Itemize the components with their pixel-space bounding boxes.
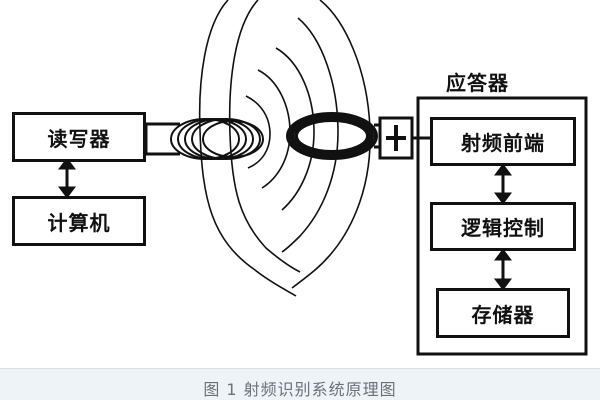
logic-control-box: 逻辑控制 bbox=[430, 202, 576, 251]
field-line bbox=[198, 0, 297, 297]
transponder-outer-box bbox=[416, 96, 588, 356]
reader-label: 读写器 bbox=[47, 126, 111, 151]
field-line bbox=[291, 0, 371, 289]
figure-caption: 图 1 射频识别系统原理图 bbox=[203, 380, 397, 399]
computer-label: 计算机 bbox=[47, 210, 111, 235]
field-line bbox=[228, 0, 301, 273]
reader-box: 读写器 bbox=[12, 112, 146, 162]
storage-label: 存储器 bbox=[471, 302, 535, 327]
logic-storage-arrow-head-down bbox=[494, 278, 512, 291]
rf-front-end-box: 射频前端 bbox=[430, 117, 576, 166]
storage-box: 存储器 bbox=[436, 288, 570, 338]
reader-computer-arrow-head-up bbox=[58, 157, 76, 170]
field-line bbox=[245, 95, 271, 169]
field-line bbox=[275, 47, 315, 211]
transponder-title: 应答器 bbox=[446, 71, 509, 95]
computer-box: 计算机 bbox=[12, 196, 146, 246]
reader-antenna-coil bbox=[170, 118, 264, 160]
logic-storage-arrow-head-up bbox=[494, 248, 512, 261]
rf-logic-arrow-head-down bbox=[494, 192, 512, 205]
reader-computer-arrow-head-down bbox=[58, 186, 76, 199]
logic-control-label: 逻辑控制 bbox=[461, 216, 545, 240]
field-line bbox=[281, 17, 339, 253]
rf-logic-arrow-head-up bbox=[494, 163, 512, 176]
rf-front-end-label: 射频前端 bbox=[461, 131, 545, 155]
transponder-antenna-coil bbox=[286, 112, 378, 160]
field-line bbox=[257, 69, 291, 189]
caption-bar bbox=[0, 368, 600, 400]
